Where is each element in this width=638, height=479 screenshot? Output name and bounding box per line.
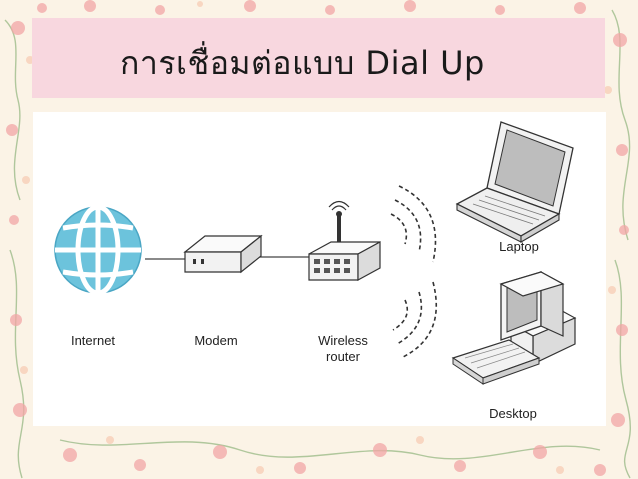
globe-icon bbox=[54, 204, 142, 296]
desktop-label: Desktop bbox=[489, 406, 537, 421]
wireless-router-icon bbox=[308, 200, 381, 282]
laptop-icon bbox=[455, 121, 574, 243]
wireless-signal-upper bbox=[390, 185, 437, 263]
modem-icon bbox=[183, 234, 263, 274]
diagram-panel: Internet Modem Wireless router Laptop De… bbox=[33, 112, 606, 426]
wireless-router-label-line1: Wireless bbox=[318, 333, 368, 348]
network-diagram bbox=[54, 121, 577, 385]
desktop-computer-icon bbox=[451, 270, 577, 385]
wireless-router-label-line2: router bbox=[326, 349, 360, 364]
title-band bbox=[32, 18, 605, 98]
internet-label: Internet bbox=[70, 333, 116, 348]
laptop-label: Laptop bbox=[499, 239, 539, 254]
modem-label: Modem bbox=[194, 333, 238, 348]
slide-title: การเชื่อมต่อแบบ Dial Up bbox=[120, 44, 485, 82]
wireless-signal-lower bbox=[392, 281, 437, 359]
wireless-router-label: Wireless router bbox=[303, 333, 383, 365]
